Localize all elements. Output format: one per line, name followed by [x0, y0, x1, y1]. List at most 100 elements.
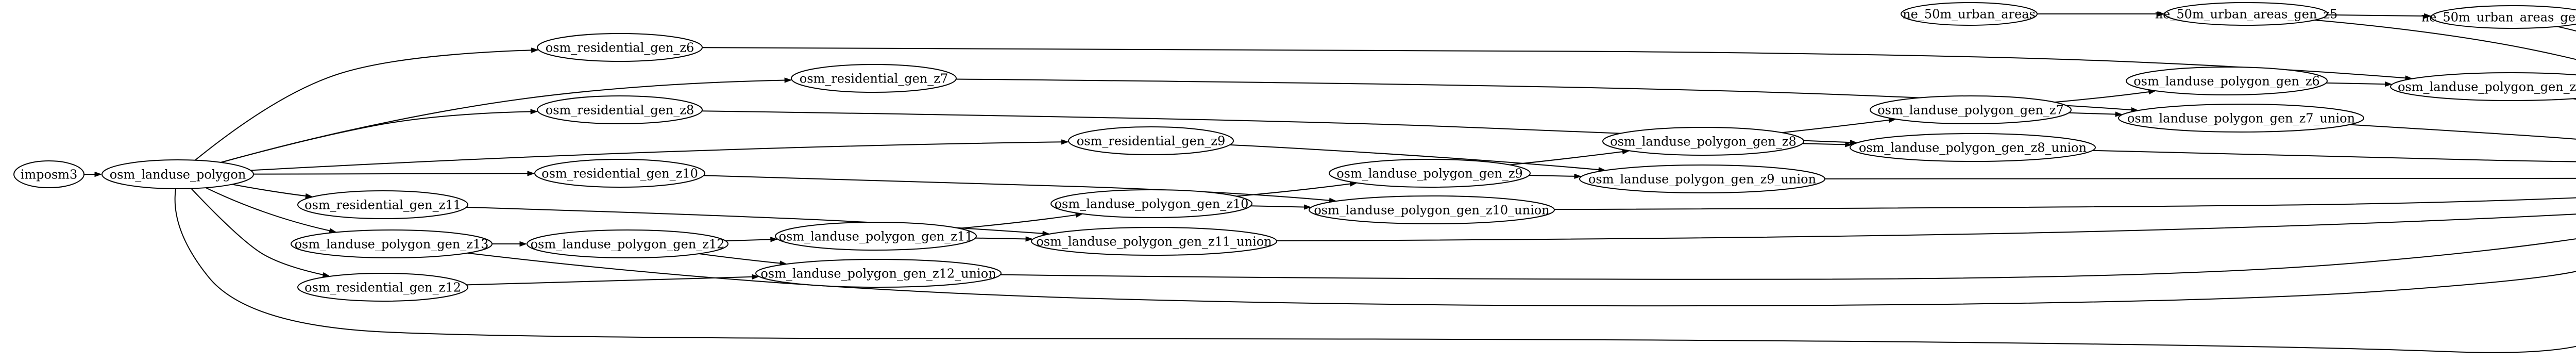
- node-osm_residential_gen_z12-shape: [297, 273, 468, 302]
- node-ne_50m_urban_areas-shape: [1901, 2, 2038, 26]
- edge-osm_landuse_polygon_gen_z11-to-osm_landuse_polygon_gen_z10: [959, 214, 1082, 229]
- edge-osm_landuse_polygon_gen_z9-to-osm_landuse_polygon_gen_z9_union: [1529, 175, 1581, 176]
- node-osm_landuse_polygon_gen_z10-label: osm_landuse_polygon_gen_z10: [1055, 196, 1249, 211]
- node-osm_landuse_polygon_gen_z13-shape: [291, 229, 493, 258]
- node-osm_landuse_polygon_gen_z11: osm_landuse_polygon_gen_z11: [775, 222, 977, 251]
- node-osm_residential_gen_z7-shape: [791, 64, 957, 93]
- node-osm_landuse_polygon_gen_z10-shape: [1050, 189, 1252, 218]
- edge-ne_50m_urban_areas_gen_z5-to-layer_landuse-z5: [2314, 19, 2576, 60]
- edge-osm_landuse_polygon_gen_z10-to-osm_landuse_polygon_gen_z10_union: [1250, 206, 1311, 207]
- edge-osm_landuse_polygon_gen_z13-to-layer_landuse-z13: [467, 252, 2576, 307]
- node-osm_landuse_polygon_gen_z8_union-shape: [1850, 133, 2096, 162]
- node-osm_landuse_polygon_gen_z11_union-label: osm_landuse_polygon_gen_z11_union: [1036, 234, 1272, 249]
- node-osm_residential_gen_z6-shape: [537, 33, 703, 62]
- node-osm_residential_gen_z10-label: osm_residential_gen_z10: [541, 166, 698, 180]
- node-osm_residential_gen_z9: osm_residential_gen_z9: [1068, 126, 1234, 155]
- node-osm_residential_gen_z11-shape: [297, 190, 468, 219]
- node-osm_residential_gen_z10-shape: [534, 159, 705, 188]
- node-osm_residential_gen_z11-label: osm_residential_gen_z11: [304, 198, 461, 212]
- edge-ne_50m_urban_areas_gen_z5-to-ne_50m_urban_areas_gen_z4: [2327, 15, 2430, 16]
- node-imposm3-label: imposm3: [21, 167, 78, 182]
- node-osm_landuse_polygon_gen_z13: osm_landuse_polygon_gen_z13: [291, 229, 493, 258]
- node-osm_landuse_polygon_gen_z10: osm_landuse_polygon_gen_z10: [1050, 189, 1252, 218]
- node-osm_residential_gen_z9-label: osm_residential_gen_z9: [1077, 134, 1225, 148]
- node-osm_residential_gen_z7-label: osm_residential_gen_z7: [800, 71, 948, 86]
- edge-osm_landuse_polygon-to-osm_residential_gen_z11: [232, 184, 312, 196]
- edge-osm_landuse_polygon_gen_z9-to-osm_landuse_polygon_gen_z8: [1510, 151, 1629, 166]
- node-osm_landuse_polygon_gen_z9_union-label: osm_landuse_polygon_gen_z9_union: [1588, 172, 1816, 186]
- node-osm_landuse_polygon_gen_z11-label: osm_landuse_polygon_gen_z11: [779, 229, 973, 243]
- node-osm_landuse_polygon_gen_z9: osm_landuse_polygon_gen_z9: [1329, 159, 1531, 188]
- nodes-layer: imposm3 osm_landuse_polygon osm_residentia…: [13, 2, 2576, 302]
- edge-osm_landuse_polygon-to-layer_landuse-z14+: [174, 188, 2576, 353]
- node-osm_landuse_polygon_gen_z8-shape: [1602, 127, 1804, 156]
- node-osm_landuse_polygon_gen_z6_union: osm_landuse_polygon_gen_z6_union: [2390, 72, 2576, 101]
- node-osm_residential_gen_z6-label: osm_residential_gen_z6: [546, 40, 694, 55]
- node-ne_50m_urban_areas_gen_z4-label: ne_50m_urban_areas_gen_z4: [2421, 10, 2576, 24]
- node-osm_residential_gen_z8-shape: [537, 95, 703, 124]
- edge-osm_landuse_polygon_gen_z12-to-osm_landuse_polygon_gen_z12_union: [699, 253, 786, 264]
- edge-osm_landuse_polygon_gen_z11_union-to-layer_landuse-z11: [1276, 213, 2576, 242]
- edge-osm_landuse_polygon_gen_z8_union-to-layer_landuse-z8: [2092, 150, 2576, 162]
- node-osm_landuse_polygon_gen_z12-label: osm_landuse_polygon_gen_z12: [531, 237, 725, 251]
- node-imposm3: imposm3: [13, 160, 84, 188]
- edge-osm_landuse_polygon-to-osm_residential_gen_z9: [250, 142, 1067, 171]
- node-osm_landuse_polygon_gen_z11_union: osm_landuse_polygon_gen_z11_union: [1031, 227, 1277, 256]
- node-osm_landuse_polygon_gen_z12-shape: [527, 229, 728, 258]
- edge-osm_landuse_polygon_gen_z7-to-osm_landuse_polygon_gen_z7_union: [2069, 113, 2122, 114]
- edge-osm_landuse_polygon_gen_z8-to-osm_landuse_polygon_gen_z8_union: [1802, 143, 1851, 144]
- node-osm_landuse_polygon_gen_z7: osm_landuse_polygon_gen_z7: [1870, 95, 2072, 124]
- node-osm_landuse_polygon: osm_landuse_polygon: [101, 159, 254, 189]
- node-ne_50m_urban_areas_gen_z5: ne_50m_urban_areas_gen_z5: [2155, 2, 2338, 26]
- edge-osm_landuse_polygon-to-osm_residential_gen_z10: [253, 173, 534, 174]
- node-osm_landuse_polygon_gen_z8-label: osm_landuse_polygon_gen_z8: [1610, 134, 1797, 149]
- node-osm_landuse_polygon_gen_z7-shape: [1870, 95, 2072, 124]
- edge-osm_landuse_polygon_gen_z12-to-osm_landuse_polygon_gen_z11: [725, 239, 776, 241]
- edge-osm_residential_gen_z11-to-osm_landuse_polygon_gen_z11_union: [466, 206, 1049, 234]
- node-osm_landuse_polygon_gen_z8_union: osm_landuse_polygon_gen_z8_union: [1850, 133, 2096, 162]
- edge-osm_landuse_polygon_gen_z12_union-to-layer_landuse-z12: [1000, 238, 2576, 280]
- node-osm_landuse_polygon_gen_z13-label: osm_landuse_polygon_gen_z13: [295, 237, 489, 251]
- node-osm_residential_gen_z8: osm_residential_gen_z8: [537, 95, 703, 124]
- node-imposm3-shape: [13, 160, 84, 188]
- node-osm_landuse_polygon_gen_z10_union-label: osm_landuse_polygon_gen_z10_union: [1314, 203, 1549, 217]
- node-osm_landuse_polygon_gen_z11_union-shape: [1031, 227, 1277, 256]
- edge-osm_landuse_polygon_gen_z11-to-osm_landuse_polygon_gen_z11_union: [975, 238, 1032, 239]
- edges-layer: [84, 14, 2576, 353]
- node-osm_landuse_polygon_gen_z9_union: osm_landuse_polygon_gen_z9_union: [1579, 164, 1825, 193]
- node-osm_landuse_polygon_gen_z12_union-label: osm_landuse_polygon_gen_z12_union: [760, 266, 996, 281]
- node-osm_landuse_polygon_gen_z6-shape: [2126, 67, 2328, 95]
- edge-osm_residential_gen_z9-to-osm_landuse_polygon_gen_z9_union: [1230, 144, 1605, 170]
- node-ne_50m_urban_areas: ne_50m_urban_areas: [1901, 2, 2038, 26]
- node-osm_landuse_polygon_gen_z6-label: osm_landuse_polygon_gen_z6: [2133, 74, 2320, 88]
- edge-osm_residential_gen_z12-to-osm_landuse_polygon_gen_z12_union: [466, 277, 758, 286]
- edge-osm_landuse_polygon_gen_z7_union-to-layer_landuse-z7: [2349, 124, 2576, 140]
- edge-osm_landuse_polygon_gen_z7-to-osm_landuse_polygon_gen_z6: [2054, 91, 2155, 103]
- node-osm_residential_gen_z7: osm_residential_gen_z7: [791, 64, 957, 93]
- node-ne_50m_urban_areas_gen_z5-label: ne_50m_urban_areas_gen_z5: [2155, 7, 2338, 21]
- node-osm_landuse_polygon_gen_z12_union: osm_landuse_polygon_gen_z12_union: [755, 259, 1002, 288]
- edge-osm_landuse_polygon_gen_z9_union-to-layer_landuse-z9: [1824, 177, 2576, 179]
- node-osm_landuse_polygon_gen_z6_union-label: osm_landuse_polygon_gen_z6_union: [2398, 79, 2576, 94]
- node-osm_landuse_polygon_gen_z6: osm_landuse_polygon_gen_z6: [2126, 67, 2328, 95]
- node-osm_residential_gen_z11: osm_residential_gen_z11: [297, 190, 468, 219]
- node-osm_landuse_polygon-shape: [101, 159, 254, 189]
- edge-osm_landuse_polygon-to-osm_residential_gen_z8: [221, 111, 537, 163]
- node-osm_landuse_polygon-label: osm_landuse_polygon: [110, 167, 246, 182]
- node-osm_residential_gen_z12-label: osm_residential_gen_z12: [304, 280, 461, 294]
- node-osm_residential_gen_z9-shape: [1068, 126, 1234, 155]
- node-osm_landuse_polygon_gen_z9-shape: [1329, 159, 1531, 188]
- node-osm_landuse_polygon_gen_z9-label: osm_landuse_polygon_gen_z9: [1336, 166, 1523, 180]
- node-osm_landuse_polygon_gen_z7-label: osm_landuse_polygon_gen_z7: [1877, 103, 2064, 117]
- node-osm_landuse_polygon_gen_z11-shape: [775, 222, 977, 251]
- node-osm_landuse_polygon_gen_z7_union-shape: [2118, 104, 2364, 133]
- node-ne_50m_urban_areas-label: ne_50m_urban_areas: [1903, 7, 2036, 21]
- edge-osm_residential_gen_z10-to-osm_landuse_polygon_gen_z10_union: [703, 175, 1336, 201]
- node-osm_landuse_polygon_gen_z7_union-label: osm_landuse_polygon_gen_z7_union: [2127, 111, 2355, 125]
- edge-osm_landuse_polygon-to-osm_residential_gen_z6: [195, 50, 538, 161]
- node-osm_landuse_polygon_gen_z12_union-shape: [755, 259, 1002, 288]
- edge-osm_landuse_polygon_gen_z6-to-osm_landuse_polygon_gen_z6_union: [2326, 83, 2391, 85]
- node-osm_landuse_polygon_gen_z9_union-shape: [1579, 164, 1825, 193]
